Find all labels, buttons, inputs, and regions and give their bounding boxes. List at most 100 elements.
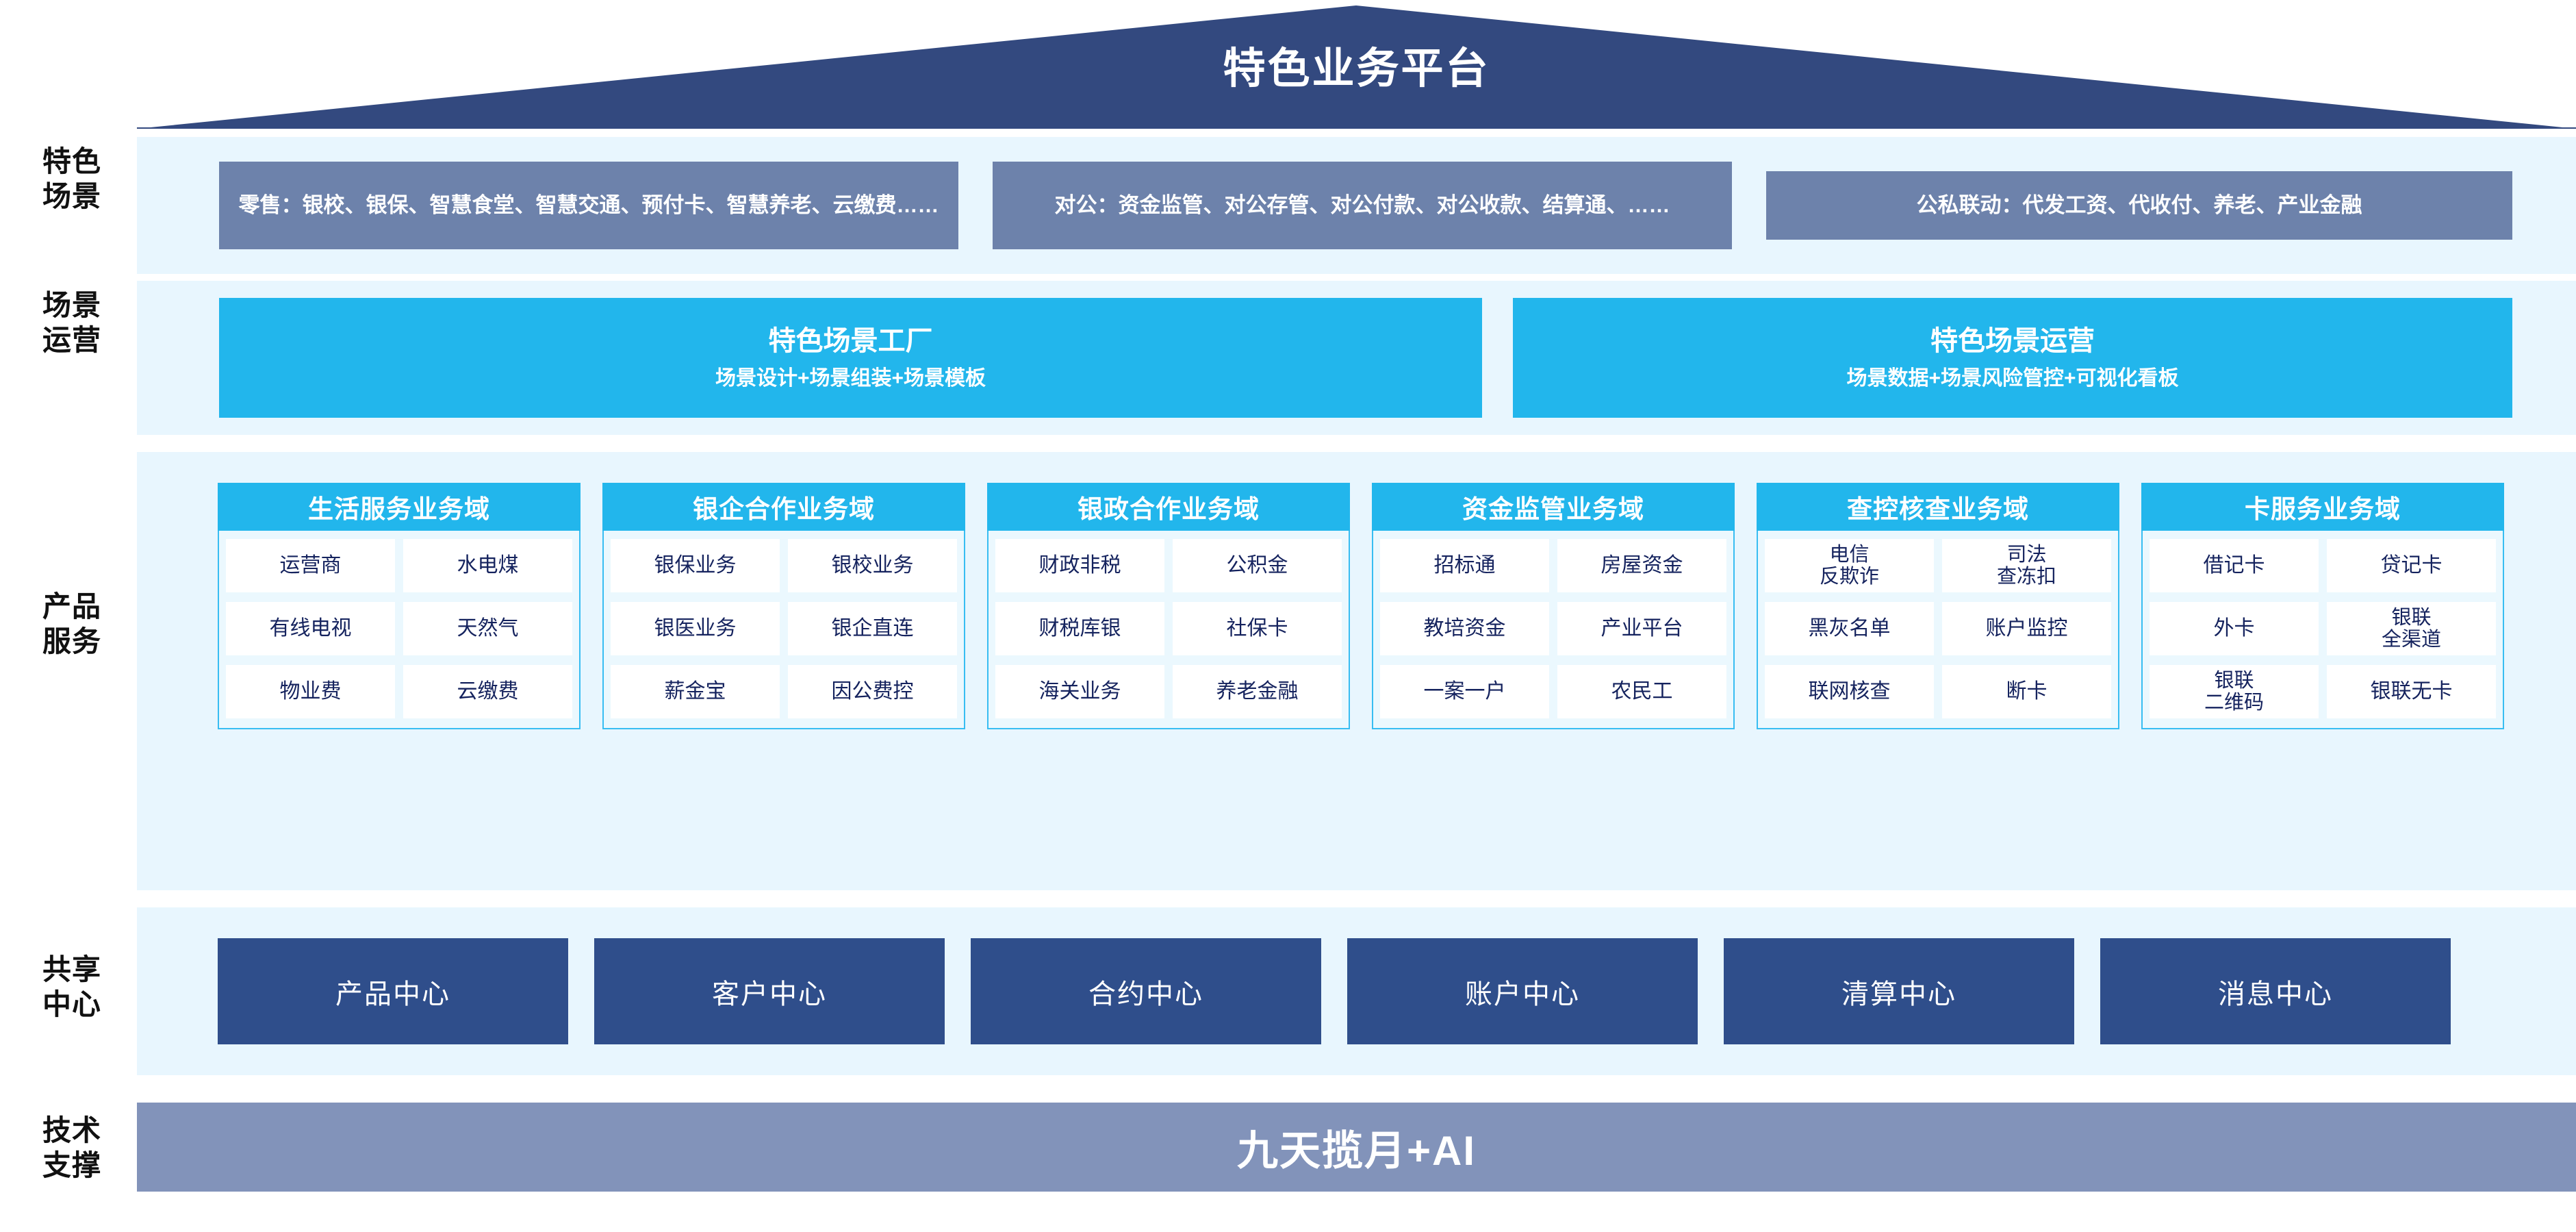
shared-center-contract-label: 合约中心 (1088, 979, 1203, 1009)
platform-header-roof: 特色业务平台 (137, 5, 2576, 129)
domain-item[interactable]: 因公费控 (788, 665, 957, 718)
row-label-scenarios-line2: 场景 (42, 180, 101, 213)
row-label-shared-centers-line1: 共享 (42, 953, 101, 985)
domain-card-fund-supervision-items: 招标通 房屋资金 教培资金 产业平台 一案一户 农民工 (1372, 531, 1735, 729)
shared-center-message-label: 消息中心 (2218, 979, 2333, 1009)
domain-card-investigation-control-title: 查控核查业务域 (1757, 483, 2119, 531)
domain-card-bank-enterprise[interactable]: 银企合作业务域 银保业务 银校业务 银医业务 银企直连 薪金宝 因公费控 (602, 483, 965, 729)
row-label-scenarios-line1: 特色 (42, 145, 101, 177)
shared-centers-panel: 产品中心 客户中心 合约中心 账户中心 清算中心 消息中心 (137, 907, 2576, 1075)
domain-item[interactable]: 农民工 (1557, 665, 1726, 718)
domain-item[interactable]: 房屋资金 (1557, 539, 1726, 592)
domain-item[interactable]: 社保卡 (1173, 602, 1342, 655)
row-label-operations-line2: 运营 (42, 324, 101, 357)
page-title: 特色业务平台 (1223, 45, 1490, 92)
domain-item[interactable]: 电信反欺诈 (1765, 539, 1934, 592)
row-label-tech-support-line2: 支撑 (42, 1149, 101, 1182)
shared-center-settlement-label: 清算中心 (1841, 979, 1956, 1009)
domain-item[interactable]: 外卡 (2150, 602, 2319, 655)
operations-panel: 特色场景工厂 场景设计+场景组装+场景模板 特色场景运营 场景数据+场景风险管控… (137, 281, 2576, 435)
row-label-product-services: 产品 服务 (14, 589, 130, 659)
shared-center-product-label: 产品中心 (335, 979, 450, 1009)
shared-center-message[interactable]: 消息中心 (2100, 938, 2451, 1044)
domain-item[interactable]: 贷记卡 (2327, 539, 2496, 592)
shared-center-account[interactable]: 账户中心 (1347, 938, 1698, 1044)
shared-center-product[interactable]: 产品中心 (218, 938, 568, 1044)
row-label-shared-centers: 共享 中心 (14, 952, 130, 1022)
row-label-operations-line1: 场景 (42, 289, 101, 321)
domain-item[interactable]: 银企直连 (788, 602, 957, 655)
operations-box-scene-factory-title: 特色场景工厂 (768, 326, 933, 356)
shared-center-settlement[interactable]: 清算中心 (1724, 938, 2074, 1044)
domain-card-card-services-items: 借记卡 贷记卡 外卡 银联全渠道 银联二维码 银联无卡 (2141, 531, 2504, 729)
domain-card-investigation-control[interactable]: 查控核查业务域 电信反欺诈 司法查冻扣 黑灰名单 账户监控 联网核查 断卡 (1757, 483, 2119, 729)
domain-item[interactable]: 银医业务 (611, 602, 780, 655)
domain-card-bank-government[interactable]: 银政合作业务域 财政非税 公积金 财税库银 社保卡 海关业务 养老金融 (987, 483, 1350, 729)
shared-center-account-label: 账户中心 (1465, 979, 1580, 1009)
domain-card-fund-supervision[interactable]: 资金监管业务域 招标通 房屋资金 教培资金 产业平台 一案一户 农民工 (1372, 483, 1735, 729)
domain-card-bank-government-title: 银政合作业务域 (987, 483, 1350, 531)
scenario-box-public-private-text: 公私联动：代发工资、代收付、养老、产业金融 (1916, 192, 2362, 217)
tech-support-label: 九天揽月+AI (1236, 1127, 1477, 1174)
domain-item[interactable]: 银校业务 (788, 539, 957, 592)
domain-item[interactable]: 海关业务 (995, 665, 1164, 718)
scenario-box-public-private[interactable]: 公私联动：代发工资、代收付、养老、产业金融 (1766, 171, 2512, 240)
domain-card-bank-government-items: 财政非税 公积金 财税库银 社保卡 海关业务 养老金融 (987, 531, 1350, 729)
row-label-shared-centers-line2: 中心 (42, 988, 101, 1021)
domain-card-fund-supervision-title: 资金监管业务域 (1372, 483, 1735, 531)
domain-item[interactable]: 断卡 (1942, 665, 2111, 718)
domain-card-life-services-items: 运营商 水电煤 有线电视 天然气 物业费 云缴费 (218, 531, 581, 729)
roof-shape (137, 5, 2576, 129)
domain-item[interactable]: 教培资金 (1380, 602, 1549, 655)
domain-item[interactable]: 账户监控 (1942, 602, 2111, 655)
domain-card-bank-enterprise-title: 银企合作业务域 (602, 483, 965, 531)
shared-center-customer[interactable]: 客户中心 (594, 938, 945, 1044)
operations-box-scene-factory-subtitle: 场景设计+场景组装+场景模板 (715, 367, 986, 390)
row-label-tech-support: 技术 支撑 (14, 1113, 130, 1183)
scenario-box-corporate[interactable]: 对公：资金监管、对公存管、对公付款、对公收款、结算通、…… (993, 162, 1732, 249)
domain-item[interactable]: 养老金融 (1173, 665, 1342, 718)
domain-item[interactable]: 公积金 (1173, 539, 1342, 592)
operations-box-scene-operation[interactable]: 特色场景运营 场景数据+场景风险管控+可视化看板 (1513, 298, 2512, 418)
row-label-operations: 场景 运营 (14, 288, 130, 357)
domain-item[interactable]: 银联全渠道 (2327, 602, 2496, 655)
domain-card-life-services[interactable]: 生活服务业务域 运营商 水电煤 有线电视 天然气 物业费 云缴费 (218, 483, 581, 729)
operations-box-scene-factory[interactable]: 特色场景工厂 场景设计+场景组装+场景模板 (219, 298, 1482, 418)
scenario-box-retail-text: 零售：银校、银保、智慧食堂、智慧交通、预付卡、智慧养老、云缴费…… (238, 192, 939, 217)
scenario-box-retail[interactable]: 零售：银校、银保、智慧食堂、智慧交通、预付卡、智慧养老、云缴费…… (219, 162, 958, 249)
domain-card-card-services[interactable]: 卡服务业务域 借记卡 贷记卡 外卡 银联全渠道 银联二维码 银联无卡 (2141, 483, 2504, 729)
domain-item[interactable]: 黑灰名单 (1765, 602, 1934, 655)
domain-item[interactable]: 薪金宝 (611, 665, 780, 718)
row-label-tech-support-line1: 技术 (42, 1114, 101, 1146)
row-label-product-services-line1: 产品 (42, 590, 101, 623)
domain-item[interactable]: 水电煤 (403, 539, 572, 592)
domain-item[interactable]: 财政非税 (995, 539, 1164, 592)
domain-item[interactable]: 运营商 (226, 539, 395, 592)
domain-item[interactable]: 一案一户 (1380, 665, 1549, 718)
domain-card-life-services-title: 生活服务业务域 (218, 483, 581, 531)
domain-item[interactable]: 银联无卡 (2327, 665, 2496, 718)
domain-item[interactable]: 招标通 (1380, 539, 1549, 592)
product-services-panel: 生活服务业务域 运营商 水电煤 有线电视 天然气 物业费 云缴费 银企合作业务域… (137, 452, 2576, 890)
domain-item[interactable]: 财税库银 (995, 602, 1164, 655)
domain-item[interactable]: 银保业务 (611, 539, 780, 592)
domain-card-investigation-control-items: 电信反欺诈 司法查冻扣 黑灰名单 账户监控 联网核查 断卡 (1757, 531, 2119, 729)
scenario-box-corporate-text: 对公：资金监管、对公存管、对公付款、对公收款、结算通、…… (1054, 192, 1670, 217)
domain-item[interactable]: 借记卡 (2150, 539, 2319, 592)
tech-support-bar[interactable]: 九天揽月+AI (137, 1103, 2576, 1192)
domain-item[interactable]: 联网核查 (1765, 665, 1934, 718)
operations-box-scene-operation-subtitle: 场景数据+场景风险管控+可视化看板 (1846, 367, 2179, 390)
domain-item[interactable]: 云缴费 (403, 665, 572, 718)
domain-card-bank-enterprise-items: 银保业务 银校业务 银医业务 银企直连 薪金宝 因公费控 (602, 531, 965, 729)
shared-center-contract[interactable]: 合约中心 (971, 938, 1321, 1044)
operations-box-scene-operation-title: 特色场景运营 (1930, 326, 2095, 356)
domain-item[interactable]: 司法查冻扣 (1942, 539, 2111, 592)
domain-item[interactable]: 银联二维码 (2150, 665, 2319, 718)
scenarios-panel: 零售：银校、银保、智慧食堂、智慧交通、预付卡、智慧养老、云缴费…… 对公：资金监… (137, 137, 2576, 274)
domain-item[interactable]: 有线电视 (226, 602, 395, 655)
domain-item[interactable]: 物业费 (226, 665, 395, 718)
domain-item[interactable]: 天然气 (403, 602, 572, 655)
row-label-scenarios: 特色 场景 (14, 144, 130, 214)
domain-item[interactable]: 产业平台 (1557, 602, 1726, 655)
